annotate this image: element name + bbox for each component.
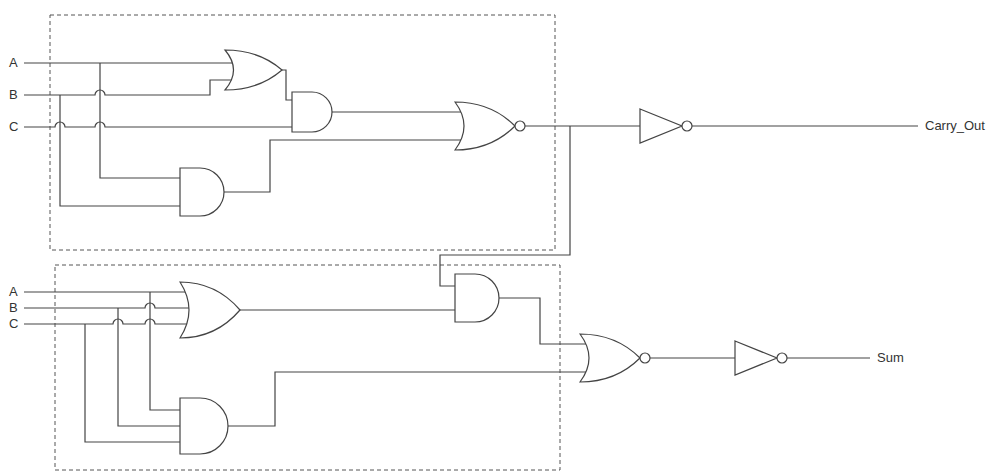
signal-label: B bbox=[8, 300, 19, 316]
wire bbox=[332, 111, 463, 112]
wire bbox=[692, 125, 918, 126]
or-gate bbox=[180, 282, 240, 338]
signal-label: B bbox=[8, 87, 19, 103]
module-boundary bbox=[55, 265, 560, 470]
wire bbox=[24, 303, 192, 308]
nor-gate bbox=[455, 102, 515, 150]
not-gate bbox=[640, 109, 682, 143]
wire bbox=[85, 324, 180, 442]
signal-label: Sum bbox=[876, 350, 905, 366]
wire bbox=[787, 357, 870, 358]
wires bbox=[24, 63, 918, 442]
signal-label: C bbox=[8, 316, 19, 332]
wire bbox=[499, 298, 587, 344]
inversion-bubble bbox=[515, 121, 525, 131]
inversion-bubble bbox=[682, 121, 692, 131]
and-gate bbox=[180, 398, 228, 454]
inversion-bubble bbox=[777, 353, 787, 363]
wire bbox=[118, 308, 180, 426]
wire bbox=[228, 372, 587, 426]
signal-label: A bbox=[8, 55, 19, 71]
and-gate bbox=[180, 168, 224, 216]
wire bbox=[24, 122, 292, 127]
and-gate bbox=[292, 92, 332, 132]
module-boundary bbox=[50, 15, 555, 250]
wire bbox=[24, 291, 188, 292]
and-gate bbox=[455, 274, 499, 322]
wire bbox=[525, 125, 640, 126]
nor-gate bbox=[580, 334, 640, 382]
or-gate bbox=[225, 50, 282, 90]
wire bbox=[24, 80, 234, 95]
wire bbox=[24, 319, 188, 324]
not-gate bbox=[735, 341, 777, 375]
wire bbox=[240, 309, 455, 310]
wire bbox=[24, 62, 233, 63]
inversion-bubble bbox=[640, 353, 650, 363]
wire bbox=[150, 292, 180, 410]
wire bbox=[282, 70, 292, 100]
signal-label: C bbox=[8, 119, 19, 135]
signal-label: A bbox=[8, 284, 19, 300]
wire bbox=[224, 140, 463, 192]
wire bbox=[100, 63, 180, 178]
wire bbox=[650, 357, 735, 358]
wire bbox=[60, 95, 180, 206]
signal-label: Carry_Out bbox=[924, 118, 986, 134]
